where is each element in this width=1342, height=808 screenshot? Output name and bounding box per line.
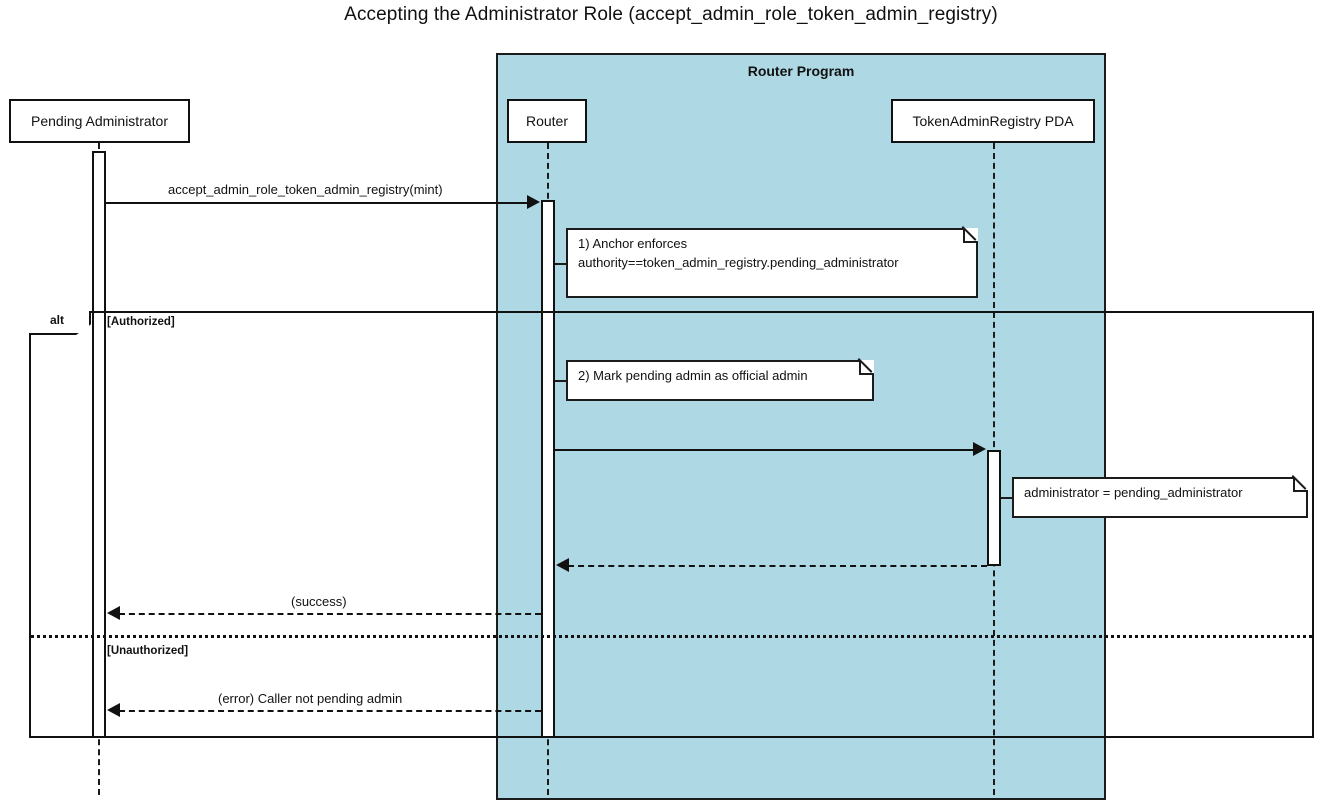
- note-stub-2: [555, 380, 567, 382]
- alt-fragment-kind-label: alt: [49, 313, 64, 327]
- arrowhead-m5: [107, 703, 120, 717]
- note-1-text: 1) Anchor enforces authority==token_admi…: [578, 236, 899, 270]
- alt-fragment-tag: [29, 311, 91, 335]
- arrowhead-m3: [556, 558, 569, 572]
- lifeline-label-token-admin-registry-pda: TokenAdminRegistry PDA: [912, 113, 1074, 129]
- message-label-m5: (error) Caller not pending admin: [218, 691, 403, 706]
- activation-token-admin-registry-pda: [987, 450, 1001, 566]
- note-stub-3: [1001, 497, 1013, 499]
- lifeline-head-token-admin-registry-pda[interactable]: TokenAdminRegistry PDA: [891, 99, 1095, 143]
- arrowhead-m2: [973, 442, 986, 456]
- note-1-fold-corner: [963, 228, 978, 243]
- message-line-m3: [568, 565, 987, 567]
- note-2-fold-corner: [859, 360, 874, 375]
- message-line-m4: [119, 613, 541, 615]
- note-1-shape: [566, 228, 978, 298]
- activation-pending-administrator: [92, 151, 106, 738]
- page-title: Accepting the Administrator Role (accept…: [344, 4, 998, 25]
- note-3-shape: [1012, 477, 1308, 518]
- lifeline-head-router[interactable]: Router: [507, 99, 587, 143]
- note-2-shape: [566, 360, 874, 401]
- note-2: 2) Mark pending admin as official admin: [566, 360, 874, 401]
- lifeline-label-router: Router: [525, 113, 569, 129]
- message-line-m5: [119, 710, 541, 712]
- message-line-m1: [106, 202, 528, 204]
- alt-guard-authorized: [Authorized]: [107, 316, 175, 328]
- group-label-router-program: Router Program: [747, 63, 855, 79]
- alt-guard-unauthorized: [Unauthorized]: [107, 645, 189, 657]
- message-label-m1: accept_admin_role_token_admin_registry(m…: [168, 182, 443, 197]
- message-line-m2: [555, 449, 974, 451]
- arrowhead-m4: [107, 606, 120, 620]
- note-3: administrator = pending_administrator: [1012, 477, 1308, 518]
- activation-router: [541, 200, 555, 738]
- note-2-text: 2) Mark pending admin as official admin: [578, 368, 808, 383]
- note-1: 1) Anchor enforces authority==token_admi…: [566, 228, 978, 298]
- alt-operand-divider: [31, 635, 1312, 638]
- lifeline-head-pending-administrator[interactable]: Pending Administrator: [9, 99, 190, 143]
- lifeline-label-pending-administrator: Pending Administrator: [31, 113, 168, 129]
- group-box-router-program: [496, 53, 1106, 800]
- message-label-m4: (success): [291, 594, 347, 609]
- note-3-fold-corner: [1293, 477, 1308, 492]
- note-stub-1: [555, 263, 567, 265]
- note-3-text: administrator = pending_administrator: [1024, 485, 1243, 500]
- arrowhead-m1: [527, 195, 540, 209]
